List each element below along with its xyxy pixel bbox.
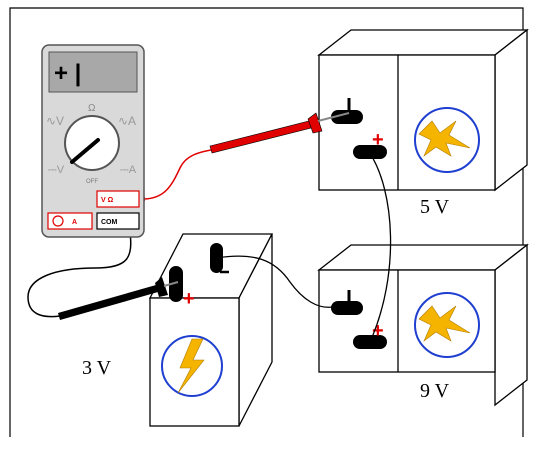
battery-9v-logo [414,292,480,358]
black-probe-handle [58,285,158,320]
ohm-symbol: Ω [88,103,96,114]
battery-9v-top-face [317,244,529,271]
multimeter-display [48,51,138,93]
amp-jack-socket [52,215,64,227]
range-dial: Ω ∿V ∿A ⎓V ⎓A OFF [46,103,137,185]
amp-jack[interactable]: A [47,212,93,230]
battery-5v-top-face [317,29,529,56]
battery-9v-side-face [494,243,528,407]
battery-5v-label: 5 V [420,196,450,218]
frame-border [9,7,524,437]
battery-5v: + 5 V [317,28,529,218]
battery-9v-negative-terminal [331,301,363,315]
battery-3v-positive-terminal [169,266,183,302]
wire-3v-negative-to-9v-negative [215,255,333,308]
lightning-bolt-icon [177,338,205,394]
dc-voltage-symbol: ⎓V [48,164,65,176]
battery-9v: + 9 V [317,243,529,407]
red-test-lead [126,112,350,204]
display-reading: + | [54,60,81,87]
common-jack-label: COM [101,219,118,226]
positive-sign: + [372,129,384,151]
common-jack-box [96,212,140,230]
positive-sign: + [372,320,384,342]
volt-ohm-jack-box [96,190,140,208]
dc-current-symbol: ⎓A [120,164,137,176]
battery-3v: + 3 V [82,233,274,427]
dial-pointer [70,138,100,164]
battery-5v-logo [414,107,480,173]
red-probe-tip [317,112,350,122]
ac-voltage-symbol: ∿V [46,114,64,128]
volt-ohm-jack-label: V Ω [101,197,114,204]
volt-ohm-jack[interactable]: V Ω [96,190,140,208]
red-probe-guard [307,112,323,134]
battery-5v-side-face [494,28,528,192]
lightning-bolt-icon [418,120,471,157]
black-probe-tip [163,281,179,287]
battery-9v-label: 9 V [420,380,450,402]
interconnect-wires [215,151,392,343]
battery-3v-logo [161,335,223,397]
multimeter: + | Ω ∿V ∿A ⎓V ⎓A OFF V Ω A COM [41,44,145,238]
lightning-bolt-icon [418,305,471,342]
battery-3v-label: 3 V [82,357,112,379]
battery-5v-negative-terminal [331,110,363,124]
battery-5v-positive-terminal [353,145,387,159]
common-jack[interactable]: COM [96,212,140,230]
black-lead-wire [27,231,132,318]
red-lead-wire [142,149,212,200]
positive-sign: + [183,288,195,310]
black-probe-guard [155,277,168,297]
off-label: OFF [86,179,98,185]
wire-5v-positive-to-9v-positive [368,151,392,343]
amp-jack-label: A [72,219,77,226]
ac-current-symbol: ∿A [118,114,136,128]
red-probe-handle [209,120,312,154]
